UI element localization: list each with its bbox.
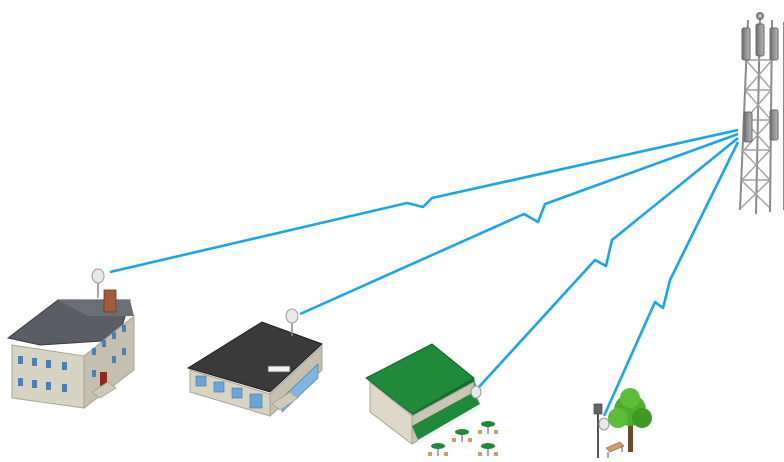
street-lamp-park-icon bbox=[593, 388, 652, 458]
bench-icon bbox=[605, 441, 625, 458]
cafe-tables-icon bbox=[428, 421, 498, 456]
two-story-house-icon bbox=[6, 268, 135, 410]
single-story-building-icon bbox=[186, 308, 323, 418]
signal-beams bbox=[109, 128, 740, 417]
building-dish-icon bbox=[285, 308, 299, 336]
beam-to-cafe bbox=[477, 136, 739, 389]
house-dish-icon bbox=[91, 268, 105, 298]
beam-to-building bbox=[299, 132, 739, 316]
cafe-icon bbox=[365, 343, 498, 456]
beam-to-house bbox=[109, 128, 739, 274]
beam-to-lamp bbox=[602, 141, 740, 417]
tree-icon bbox=[608, 388, 652, 452]
street-lamp-icon bbox=[593, 403, 610, 458]
cell-tower-icon bbox=[739, 12, 784, 215]
cafe-dish-icon bbox=[470, 385, 482, 399]
